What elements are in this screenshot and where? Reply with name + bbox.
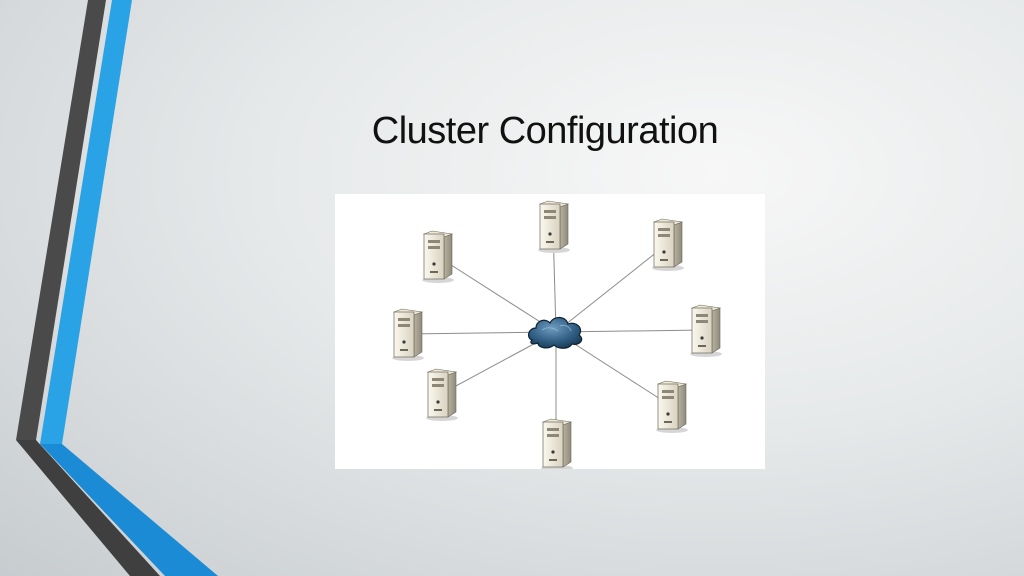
server-tower-icon — [656, 380, 688, 433]
blue-side-bar — [40, 0, 132, 444]
blue-bottom-bar — [40, 444, 218, 576]
server-tower-icon — [541, 418, 573, 469]
cluster-diagram — [335, 194, 765, 469]
cluster-diagram-svg — [392, 200, 722, 469]
server-tower-icon — [690, 304, 722, 357]
server-tower-icon — [652, 218, 684, 271]
network-cloud-icon — [527, 316, 583, 349]
slide-title: Cluster Configuration — [371, 110, 719, 152]
dark-bottom-bar — [16, 440, 160, 576]
server-tower-icon — [426, 368, 458, 421]
server-tower-icon — [392, 308, 424, 361]
server-tower-icon — [538, 200, 570, 253]
network-link — [436, 255, 557, 333]
dark-side-bar — [16, 0, 106, 440]
server-tower-icon — [422, 230, 454, 283]
network-link — [555, 243, 668, 333]
